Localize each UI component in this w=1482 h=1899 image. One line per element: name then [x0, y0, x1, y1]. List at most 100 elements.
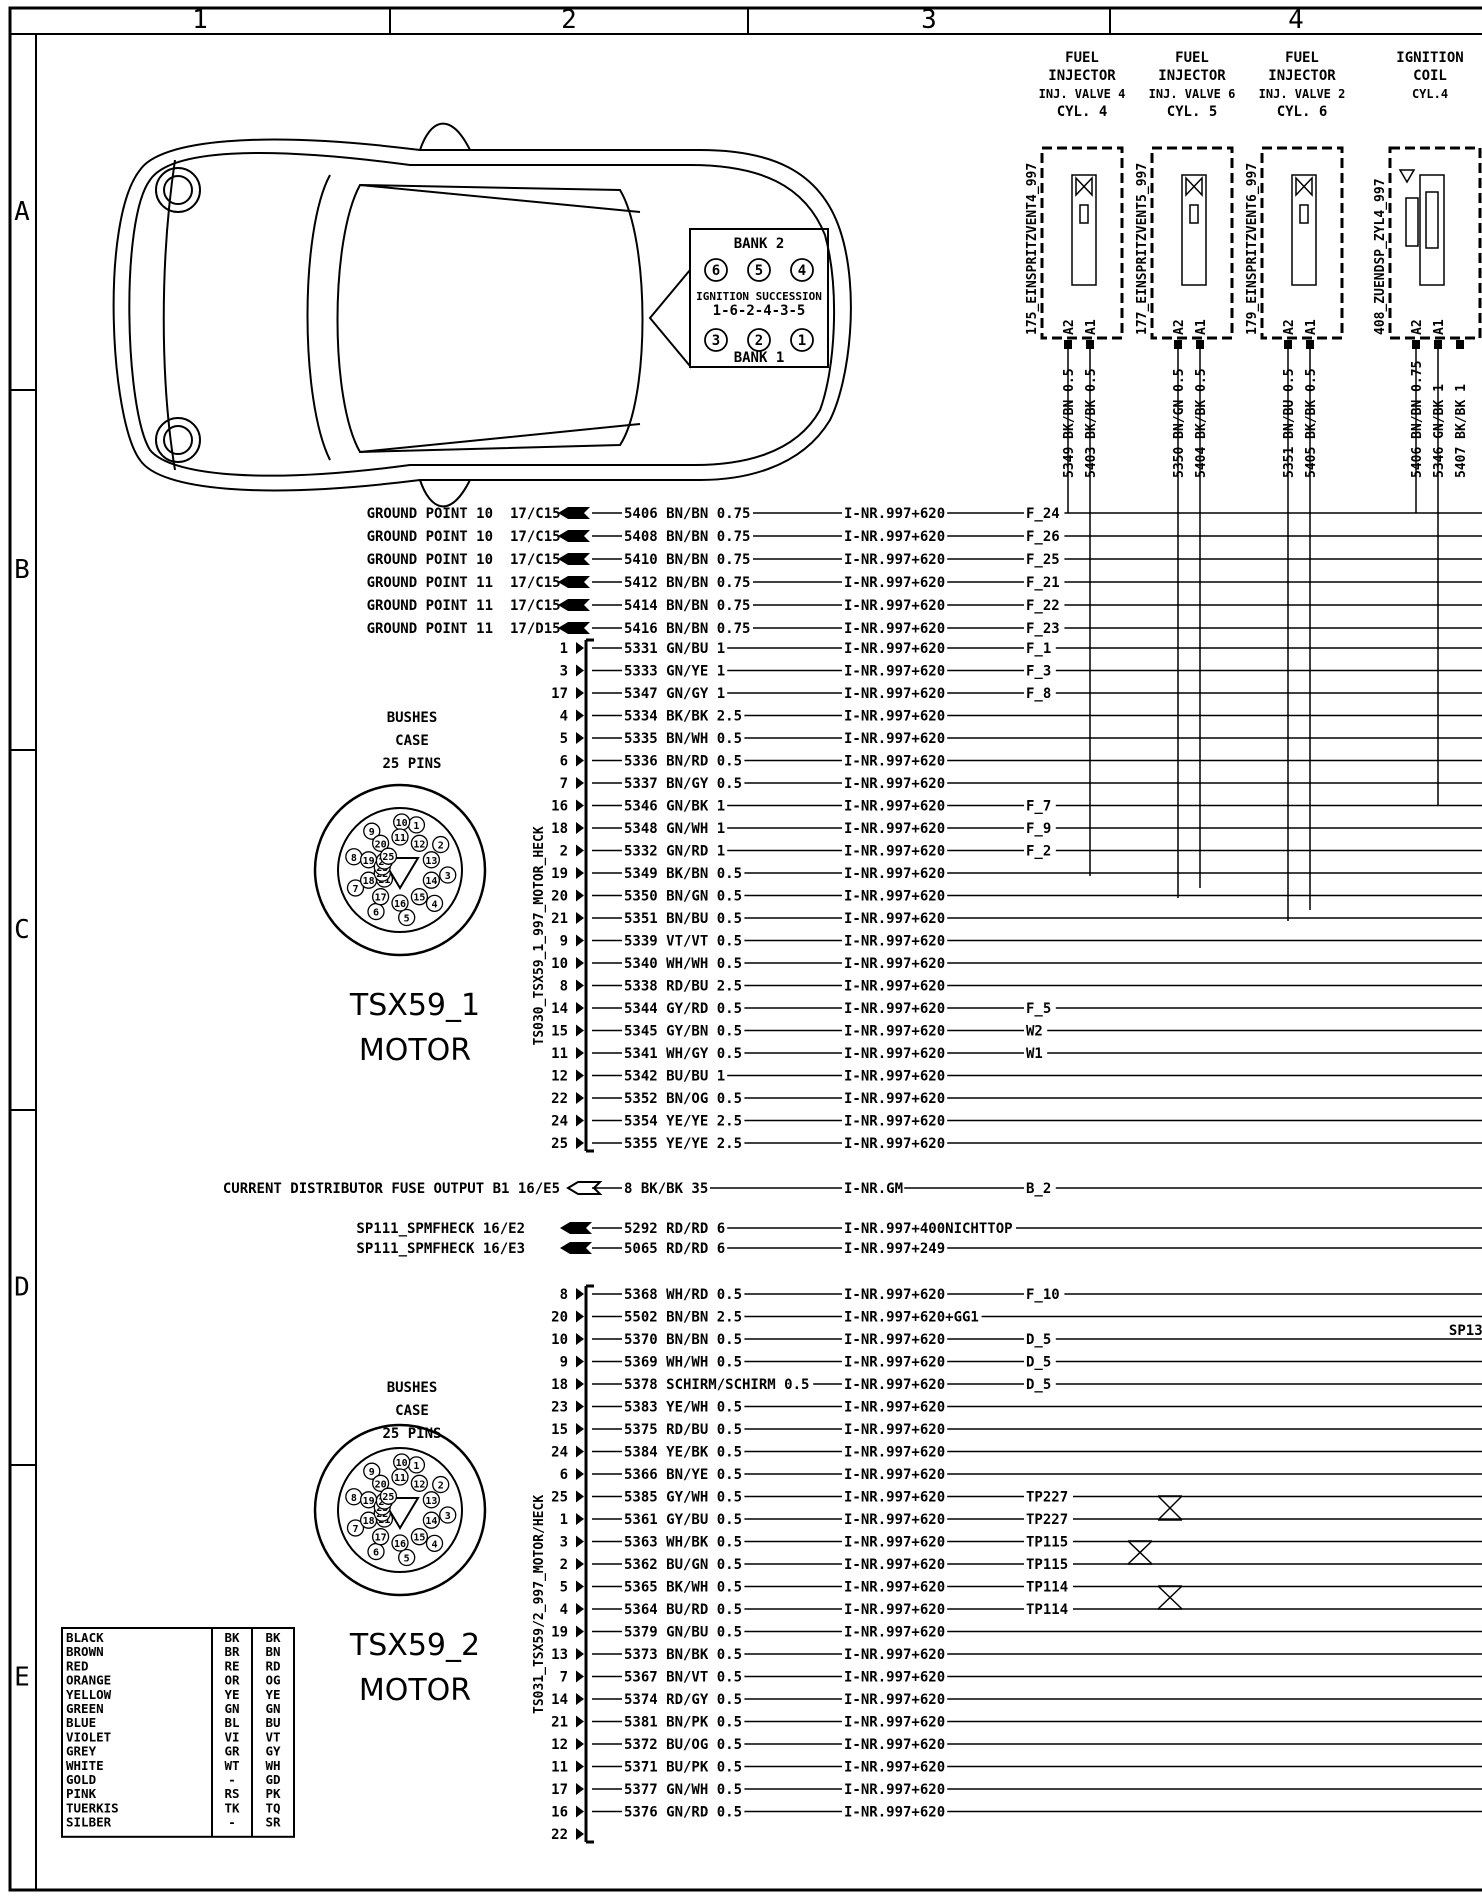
wire-tag: F_8 — [1026, 686, 1051, 702]
wire-reference: I-NR.997+620 — [844, 1377, 945, 1393]
wire-id-label: 5381 BN/PK 0.5 — [624, 1715, 742, 1731]
component-title: INJECTOR — [1268, 68, 1336, 84]
connector-pin-number: 19 — [551, 866, 568, 882]
connector-pin-hole-number: 10 — [396, 1458, 408, 1469]
connector-name: TSX59_2 — [349, 1628, 480, 1663]
ground-connector-symbol — [558, 622, 590, 634]
connector-pin-hole — [439, 866, 457, 884]
wire-reference: I-NR.997+620 — [844, 754, 945, 770]
valve-symbol — [1295, 176, 1313, 197]
wire-tag: TP115 — [1026, 1535, 1068, 1551]
component-ref: 175_EINSPRITZVENT4_997 — [1025, 163, 1040, 335]
keying-triangle — [380, 1497, 420, 1530]
connector-pin-hole-number: 9 — [369, 1467, 375, 1478]
legend-code-en: BN — [265, 1644, 280, 1659]
wire-tag: TP227 — [1026, 1490, 1068, 1506]
legend-code-en: TQ — [265, 1800, 280, 1815]
connector-pin-hole — [425, 1534, 444, 1552]
keying-triangle — [380, 857, 420, 890]
connector-pin-hole-number: 25 — [382, 852, 394, 863]
connector-pin-hole-number: 6 — [373, 908, 379, 919]
distributor-label: CURRENT DISTRIBUTOR FUSE OUTPUT B1 16/E5 — [223, 1181, 560, 1197]
legend-color-name: GREEN — [66, 1701, 104, 1716]
wire-reference: I-NR.997+620 — [844, 506, 945, 522]
ground-connector-symbol — [558, 530, 590, 542]
coil-symbol — [1299, 204, 1309, 224]
connector-pin-hole — [346, 1519, 365, 1537]
pin-label: A2 — [1062, 319, 1077, 335]
connector-pin-number: 3 — [560, 664, 568, 680]
connector-pin-hole — [422, 1491, 441, 1509]
wire-reference: I-NR.997+620 — [844, 1001, 945, 1017]
ground-label: GROUND POINT 11 — [367, 621, 493, 637]
connector-pin-number: 22 — [551, 1091, 568, 1107]
pin-arrow — [576, 1535, 584, 1548]
connector-pin-number: 21 — [551, 911, 568, 927]
connector-pin-hole-number: 8 — [351, 1493, 357, 1504]
connector-pin-hole — [391, 1534, 409, 1552]
ground-ref: 17/C15 — [510, 552, 561, 568]
legend-code-en: GN — [265, 1701, 280, 1716]
legend-code-de: RE — [224, 1658, 239, 1673]
pin-arrow — [576, 1783, 584, 1795]
connector-pin-hole — [391, 828, 409, 846]
component-wire-label: 5406 BN/BN 0.75 — [1410, 361, 1425, 478]
component-subtitle: INJ. VALVE 2 — [1259, 87, 1346, 101]
terminal — [1196, 340, 1204, 349]
wire-reference: I-NR.997+620 — [844, 731, 945, 747]
ground-label: GROUND POINT 11 — [367, 575, 493, 591]
wire-tag: F_23 — [1026, 621, 1060, 637]
connector-pin-hole-number: 10 — [396, 818, 408, 829]
wire-id-label: 5416 BN/BN 0.75 — [624, 621, 750, 637]
connector-subname: MOTOR — [359, 1673, 471, 1708]
wire-reference: I-NR.997+620 — [844, 575, 945, 591]
connector-pin-hole — [398, 908, 416, 927]
pin-label: A1 — [1194, 319, 1209, 335]
component-title: INJECTOR — [1048, 68, 1116, 84]
wire-tag: F_21 — [1026, 575, 1060, 591]
pin-label: A1 — [1084, 319, 1099, 335]
connector-pin-number: 3 — [560, 1535, 568, 1551]
pin-arrow — [576, 1310, 584, 1323]
connector-pin-hole-number: 2 — [438, 1481, 444, 1492]
pin-arrow — [576, 1760, 584, 1773]
ground-connector-symbol — [558, 507, 590, 519]
wire-id-label: 5374 RD/GY 0.5 — [624, 1692, 742, 1708]
wire-id-label: 5408 BN/BN 0.75 — [624, 529, 750, 545]
connector-pin-hole-number: 13 — [425, 856, 437, 867]
connector-pin-number: 20 — [551, 889, 568, 905]
legend-code-de: BR — [224, 1644, 240, 1659]
cylinder-number: 6 — [712, 263, 720, 279]
component-wire-label: 5349 BK/BN 0.5 — [1062, 368, 1077, 478]
column-number-3: 3 — [921, 5, 937, 35]
connector-pin-hole-number: 15 — [413, 1533, 425, 1544]
column-number-1: 1 — [192, 5, 208, 35]
connector-pin-hole-number: 16 — [394, 899, 406, 910]
connector-pin-hole — [379, 1487, 398, 1505]
pin-arrow — [576, 799, 584, 812]
bank-2-label: BANK 2 — [734, 236, 785, 252]
connector-pin-hole-number: 14 — [425, 1516, 437, 1527]
wire-reference: I-NR.997+620 — [844, 1355, 945, 1371]
wire-tag: D_5 — [1026, 1377, 1051, 1393]
connector-pin-number: 22 — [551, 1827, 568, 1843]
wire-reference: I-NR.997+620 — [844, 1737, 945, 1753]
wire-reference: I-NR.997+620 — [844, 552, 945, 568]
wire-id-label: 5332 GN/RD 1 — [624, 844, 725, 860]
color-legend-box — [61, 1627, 295, 1838]
connector-pin-number: 10 — [551, 956, 568, 972]
cylinder-circle — [704, 258, 728, 282]
component-cylinder: CYL. 4 — [1057, 104, 1108, 120]
pin-arrow — [576, 1805, 584, 1818]
ground-connector-symbol — [558, 599, 590, 611]
connector-pin-number: 19 — [551, 1625, 568, 1641]
wire-id-label: 5367 BN/VT 0.5 — [624, 1670, 742, 1686]
wire-tag: F_7 — [1026, 799, 1051, 815]
wire-reference: I-NR.997+249 — [844, 1241, 945, 1257]
connector-pin-number: 5 — [560, 1580, 568, 1596]
wire-id-label: 5410 BN/BN 0.75 — [624, 552, 750, 568]
component-wire-label: 5403 BK/BK 0.5 — [1084, 368, 1099, 478]
legend-color-name: RED — [66, 1658, 89, 1673]
connector-pin-hole-number: 1 — [413, 1461, 419, 1472]
